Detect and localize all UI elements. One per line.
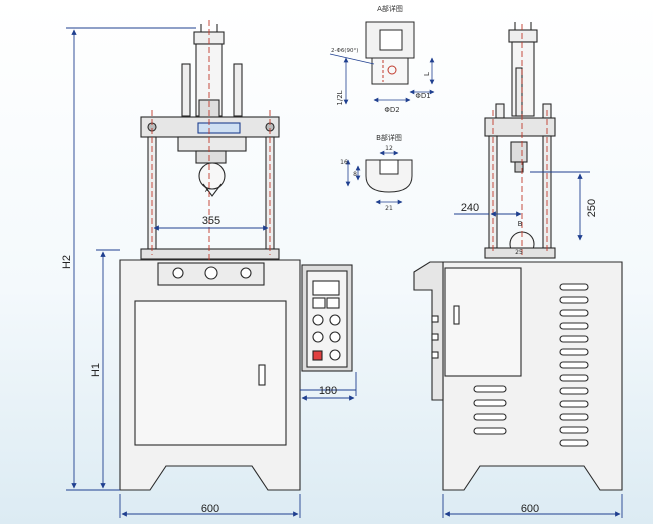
moving-plate — [177, 136, 247, 152]
front-centerlines — [151, 20, 271, 260]
side-control-box — [413, 261, 444, 401]
side-view — [413, 22, 623, 491]
detail-a-title: A部详图 — [377, 4, 403, 13]
dim-front-width: 600 — [201, 503, 219, 515]
side-cylinder — [511, 41, 535, 117]
dim-column-span: 355 — [202, 215, 220, 227]
tool-head — [198, 162, 226, 190]
side-top-beam — [484, 117, 556, 137]
detail-a-d1: ΦD1 — [415, 92, 430, 100]
guide-rod-right — [233, 63, 243, 117]
detail-b-left-outer: 16 — [340, 159, 348, 166]
detail-a-angle: 2-Φ6(90°) — [331, 48, 358, 54]
worktable — [140, 248, 280, 260]
front-view — [119, 24, 353, 491]
detail-a-half-l: 1/2L — [336, 90, 344, 105]
guide-rod-left — [181, 63, 191, 117]
dim-side-width: 600 — [521, 503, 539, 515]
detail-b-title: B部详图 — [376, 133, 402, 142]
detail-a — [365, 21, 415, 85]
dim-height-total: H2 — [61, 255, 73, 269]
marker-b: B — [518, 220, 523, 228]
brand-logo — [197, 122, 241, 134]
dim-side-height: 250 — [586, 199, 598, 217]
front-dimensions — [66, 27, 357, 518]
side-dimensions — [442, 171, 623, 518]
dim-height-body: H1 — [90, 363, 102, 377]
dim-panel-depth: 180 — [319, 385, 337, 397]
marker-b-size: 25 — [515, 249, 523, 256]
marker-a: A — [205, 187, 210, 194]
detail-b-left-inner: 8 — [353, 171, 357, 178]
dim-side-offset: 240 — [461, 202, 479, 214]
detail-b-top: 12 — [385, 145, 393, 152]
detail-b-bottom: 21 — [385, 205, 393, 212]
detail-a-l: L — [423, 72, 431, 76]
door-handle — [258, 364, 266, 386]
detail-a-d2: ΦD2 — [384, 106, 399, 114]
detail-b — [365, 159, 413, 193]
